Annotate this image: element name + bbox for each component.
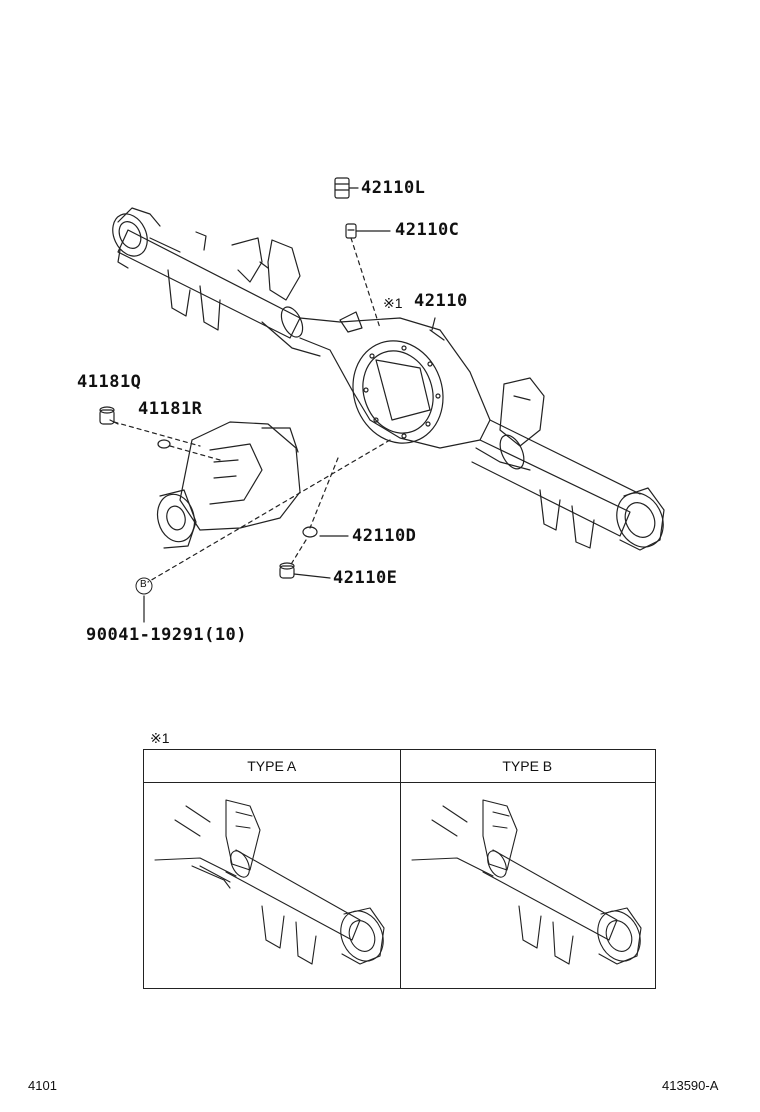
right-axle-tube (471, 377, 665, 551)
footer-right-code: 413590-A (662, 1078, 719, 1093)
callout-42110D[interactable]: 42110D (352, 526, 417, 546)
note-mark-1: ※1 (383, 295, 403, 311)
callout-41181R[interactable]: 41181R (138, 399, 203, 419)
callout-42110L[interactable]: 42110L (361, 178, 426, 198)
detail-type-a-drawing (154, 799, 385, 965)
callout-41181Q[interactable]: 41181Q (77, 372, 142, 392)
type-divider (399, 750, 401, 988)
detail-type-b-drawing (411, 799, 642, 965)
differential-housing (299, 311, 491, 449)
dashed-lines (113, 237, 391, 583)
differential-carrier (156, 421, 301, 549)
callout-42110E[interactable]: 42110E (333, 568, 398, 588)
footer-left-code: 4101 (28, 1078, 57, 1093)
breather-plug-42110L (334, 177, 350, 199)
callout-90041-19291[interactable]: 90041-19291(10) (86, 625, 248, 645)
type-b-header: TYPE B (399, 750, 655, 783)
gasket-41181R (157, 439, 171, 449)
type-detail-box: TYPE A TYPE B (143, 749, 656, 989)
plug-42110E (279, 562, 295, 579)
callout-42110[interactable]: 42110 (414, 291, 468, 311)
breather-42110C (345, 223, 357, 239)
left-axle-tube (112, 207, 321, 357)
type-a-header: TYPE A (144, 750, 401, 783)
callout-42110C[interactable]: 42110C (395, 220, 460, 240)
b-marker: B (140, 579, 147, 590)
detail-note-mark: ※1 (150, 730, 170, 746)
plug-41181Q (99, 406, 115, 425)
